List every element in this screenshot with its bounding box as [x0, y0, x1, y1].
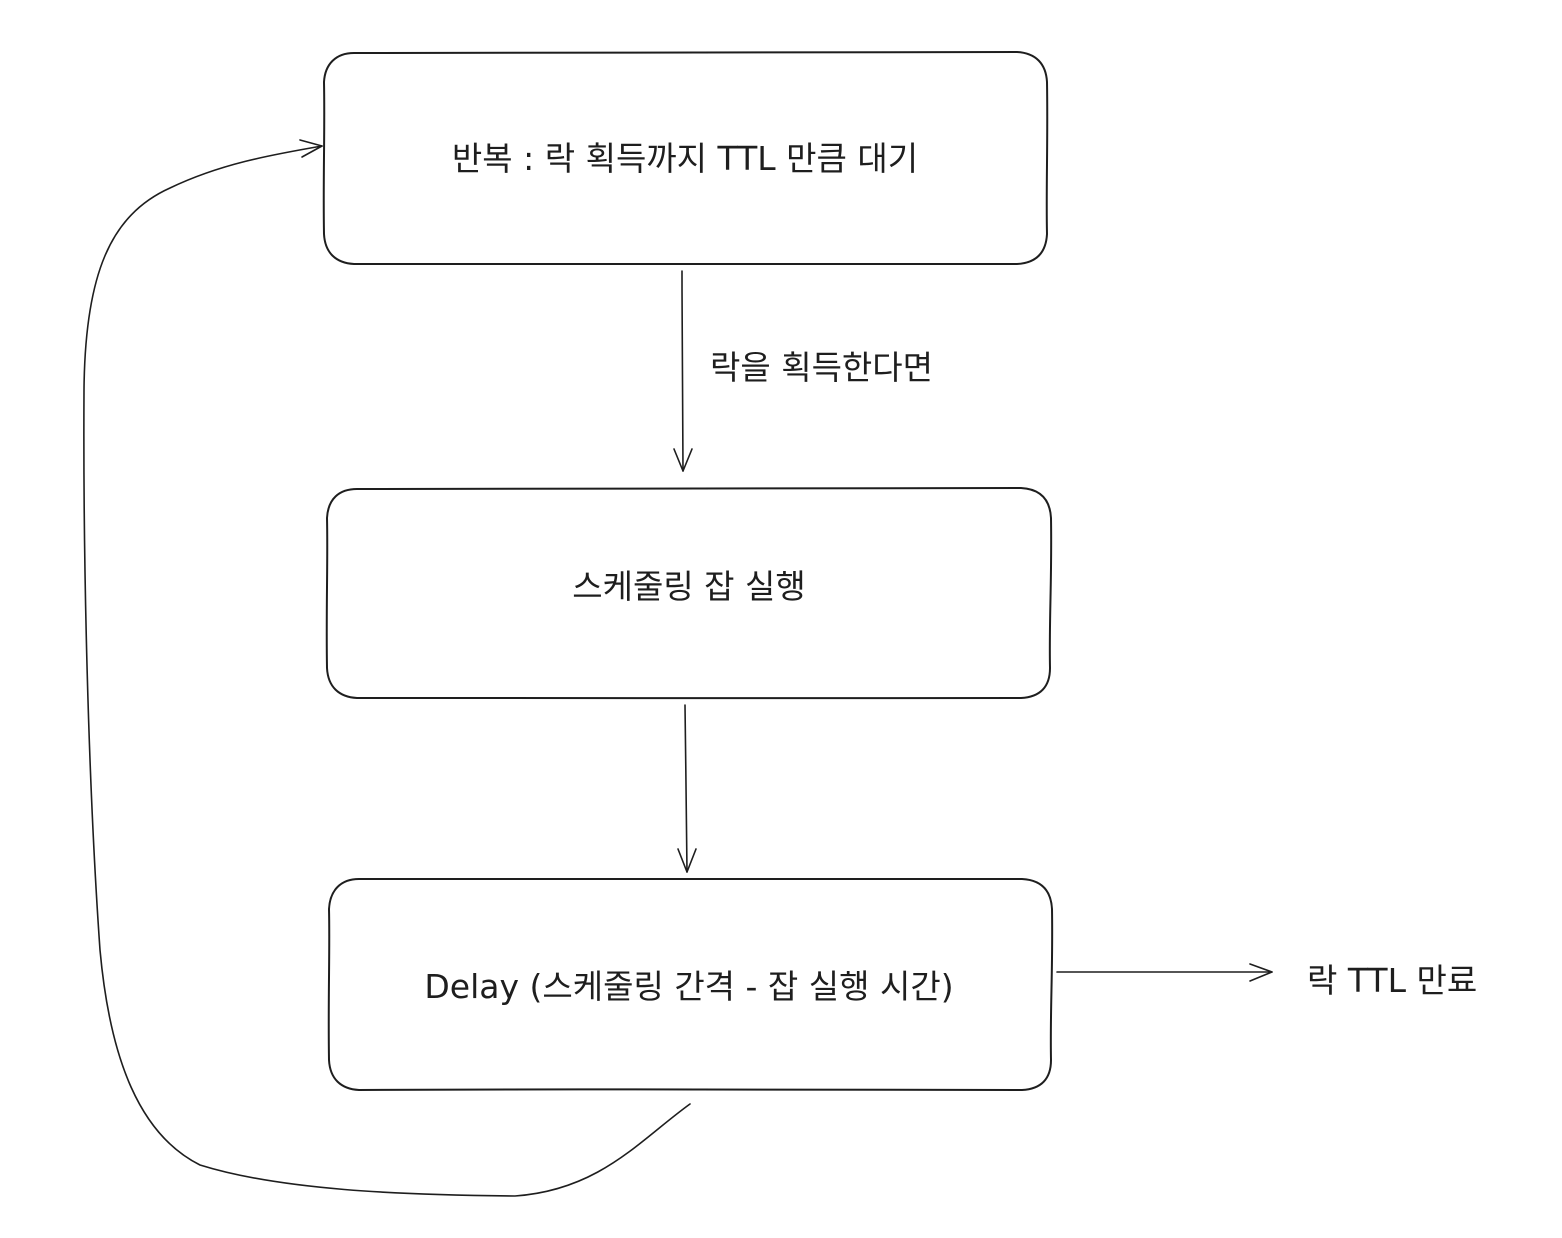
edge-wait-to-run-arrowhead: [673, 448, 693, 472]
edge-run-to-delay-arrowhead: [677, 848, 697, 873]
node-run-job-label: 스케줄링 잡 실행: [572, 567, 806, 606]
edge-delay-to-expired: [1056, 963, 1273, 982]
node-wait-loop-label: 반복 : 락 획득까지 TTL 만큼 대기: [452, 139, 918, 178]
edge-delay-loop-back-arrowhead: [299, 139, 323, 158]
node-delay: Delay (스케줄링 간격 - 잡 실행 시간): [327, 877, 1054, 1092]
edge-delay-to-expired-arrowhead: [1249, 963, 1273, 982]
terminal-lock-ttl-expired: 락 TTL 만료: [1307, 961, 1477, 1000]
edge-wait-to-run: 락을 획득한다면: [673, 270, 933, 472]
node-run-job: 스케줄링 잡 실행: [325, 486, 1053, 700]
node-wait-loop-box: [322, 50, 1049, 266]
edge-wait-to-run-line: [681, 270, 684, 472]
node-wait-loop: 반복 : 락 획득까지 TTL 만큼 대기: [322, 50, 1049, 266]
edge-delay-loop-back: [83, 139, 691, 1197]
node-delay-box: [327, 877, 1054, 1092]
edge-run-to-delay: [677, 704, 697, 873]
node-run-job-box: [325, 486, 1053, 700]
edge-delay-loop-back-line: [83, 145, 691, 1197]
node-delay-label: Delay (스케줄링 간격 - 잡 실행 시간): [424, 967, 953, 1006]
edge-run-to-delay-line: [684, 704, 688, 873]
edge-wait-to-run-label: 락을 획득한다면: [710, 348, 933, 387]
